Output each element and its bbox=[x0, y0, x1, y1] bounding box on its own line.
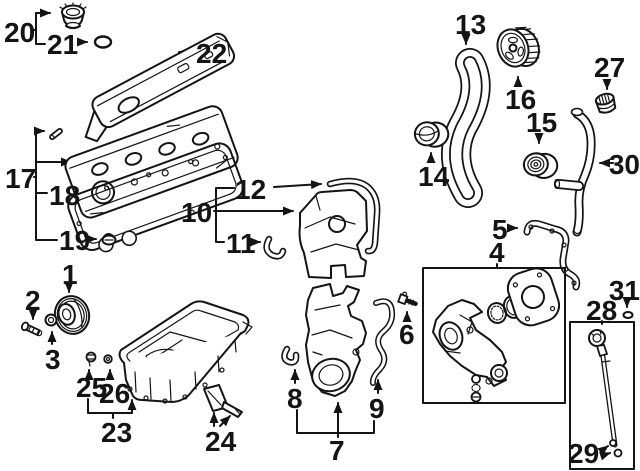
lower-timing-cover-drawing bbox=[305, 283, 367, 397]
callout-8[interactable]: 8 bbox=[287, 383, 303, 414]
timing-cover-gasket-upper-drawing bbox=[326, 177, 381, 255]
callout-9[interactable]: 9 bbox=[369, 393, 385, 424]
upper-timing-cover-drawing bbox=[298, 189, 368, 279]
tensioner-pulley-drawing bbox=[413, 121, 450, 148]
drain-plug-drawing bbox=[85, 351, 97, 367]
dipstick-orings-drawing bbox=[609, 439, 623, 458]
callout-23[interactable]: 23 bbox=[101, 417, 132, 448]
engine-cover-drawing bbox=[84, 32, 236, 143]
pulley-bolt-drawing bbox=[20, 321, 43, 337]
callout-22[interactable]: 22 bbox=[196, 38, 227, 69]
oil-filler-cap-drawing bbox=[59, 2, 87, 30]
callout-26[interactable]: 26 bbox=[99, 378, 130, 409]
callout-6[interactable]: 6 bbox=[399, 319, 415, 350]
case-plugs-drawing bbox=[470, 374, 493, 403]
callout-18[interactable]: 18 bbox=[49, 180, 80, 211]
callout-4[interactable]: 4 bbox=[489, 237, 505, 268]
callout-13[interactable]: 13 bbox=[455, 9, 486, 40]
callout-31[interactable]: 31 bbox=[609, 275, 640, 306]
dipstick-box bbox=[569, 321, 635, 470]
rear-plate-drawing bbox=[506, 267, 561, 327]
timing-cover-gasket-lower-drawing bbox=[369, 298, 396, 386]
tube-oring-drawing bbox=[622, 311, 634, 319]
lower-cover-clip-drawing bbox=[281, 345, 300, 366]
valve-cover-gasket-drawing bbox=[67, 142, 244, 253]
cover-bracket-drawing bbox=[263, 235, 287, 260]
callout-29[interactable]: 29 bbox=[568, 438, 599, 469]
callout-11[interactable]: 11 bbox=[226, 228, 256, 259]
callout-1[interactable]: 1 bbox=[62, 259, 78, 290]
callout-14[interactable]: 14 bbox=[418, 161, 450, 192]
oil-pan-drawing bbox=[118, 300, 253, 404]
callout-15[interactable]: 15 bbox=[526, 107, 557, 138]
callout-21[interactable]: 21 bbox=[47, 29, 78, 60]
drain-plug-gasket-drawing bbox=[103, 354, 113, 364]
front-case-drawing bbox=[432, 299, 508, 387]
dowel-pin-drawing bbox=[49, 127, 63, 141]
callout-2[interactable]: 2 bbox=[25, 285, 41, 316]
sealing-cap-drawing bbox=[594, 92, 617, 114]
camshaft-sprocket-drawing bbox=[496, 26, 541, 68]
callout-24[interactable]: 24 bbox=[205, 426, 237, 457]
splash-shield-drawing bbox=[203, 384, 243, 418]
callout-20[interactable]: 20 bbox=[4, 17, 35, 48]
bolt-drawing bbox=[397, 291, 418, 306]
front-case-box bbox=[422, 267, 566, 404]
dipstick-drawing bbox=[588, 329, 618, 448]
callout-10[interactable]: 10 bbox=[181, 197, 212, 228]
callout-16[interactable]: 16 bbox=[505, 84, 536, 115]
callout-17[interactable]: 17 bbox=[5, 163, 36, 194]
timing-belt-drawing bbox=[441, 48, 491, 208]
idler-pulley-drawing bbox=[522, 152, 559, 179]
callout-25[interactable]: 25 bbox=[76, 372, 107, 403]
filler-cap-oring-drawing bbox=[93, 35, 113, 49]
pulley-washer-drawing bbox=[44, 313, 58, 327]
callout-19[interactable]: 19 bbox=[59, 225, 90, 256]
callout-27[interactable]: 27 bbox=[594, 52, 625, 83]
callout-3[interactable]: 3 bbox=[45, 344, 61, 375]
oil-dipstick-tube-drawing bbox=[553, 107, 596, 237]
callout-12[interactable]: 12 bbox=[235, 174, 266, 205]
callout-30[interactable]: 30 bbox=[609, 149, 640, 180]
callout-5[interactable]: 5 bbox=[492, 214, 508, 245]
crankshaft-pulley-drawing bbox=[53, 295, 91, 335]
valve-cover-drawing bbox=[64, 105, 239, 219]
callout-7[interactable]: 7 bbox=[329, 435, 345, 466]
callout-28[interactable]: 28 bbox=[586, 295, 617, 326]
case-gasket-drawing bbox=[523, 219, 581, 291]
spark-plug-seal-drawing bbox=[101, 233, 117, 246]
callout-labels: 20 21 22 17 18 19 12 10 11 1 2 3 25 26 2… bbox=[4, 9, 640, 469]
